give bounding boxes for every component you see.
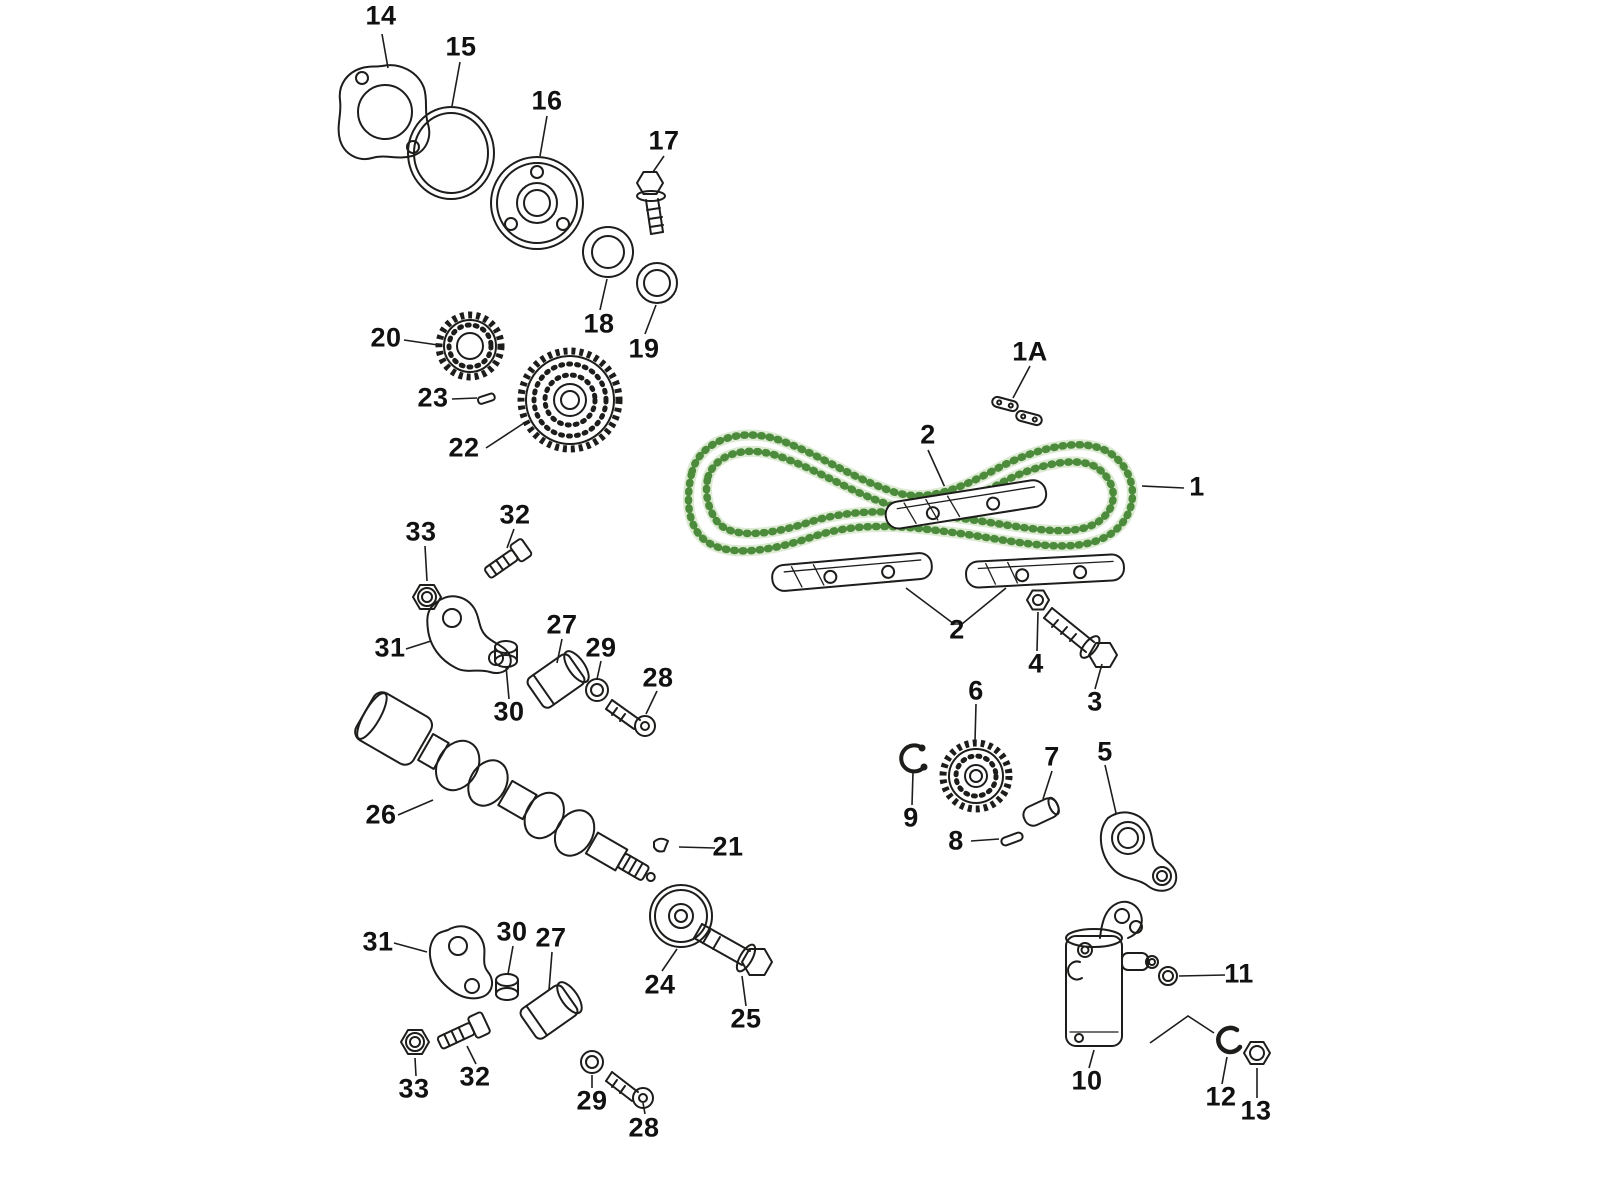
part-6-sprocket	[939, 739, 1013, 813]
callout-18: 18	[583, 308, 615, 339]
callout-14: 14	[365, 0, 397, 31]
callout-24: 24	[644, 969, 676, 1000]
part-21-key	[653, 837, 669, 853]
part-15-o-ring	[407, 106, 495, 200]
callout-17: 17	[648, 125, 680, 156]
callout-19: 19	[628, 333, 660, 364]
part-18-seal-ring	[582, 226, 634, 278]
part-28-bolt-upper	[605, 699, 656, 737]
callout-27-upper: 27	[546, 609, 578, 640]
part-29-washer-upper	[585, 678, 609, 702]
callout-28-upper: 28	[642, 662, 674, 693]
part-28-bolt-lower	[605, 1071, 654, 1109]
part-17-bolt	[636, 171, 666, 235]
callout-13: 13	[1240, 1095, 1272, 1126]
part-10-chain-tensioner	[1065, 900, 1159, 1047]
callout-30-lower: 30	[496, 916, 528, 947]
part-12-lock-washer	[1216, 1025, 1243, 1055]
callout-2-lower: 2	[949, 614, 965, 645]
callout-30-upper: 30	[493, 696, 525, 727]
part-2-ramp-lower-left	[771, 552, 933, 592]
part-5-tensioner-arm	[1099, 811, 1178, 892]
part-7-pin	[1022, 796, 1060, 827]
callout-7: 7	[1044, 741, 1060, 772]
part-16-flange	[490, 156, 584, 250]
part-32-bolt-upper	[484, 538, 533, 579]
callout-22: 22	[448, 432, 480, 463]
leader-lines	[381, 33, 1258, 1115]
callout-20: 20	[370, 322, 402, 353]
callout-32-upper: 32	[499, 499, 531, 530]
callout-8: 8	[948, 825, 964, 856]
part-1a-master-link	[991, 395, 1043, 427]
part-32-bolt-lower	[436, 1011, 491, 1050]
part-2-ramp-upper	[884, 479, 1048, 530]
part-19-ring	[636, 262, 678, 304]
callout-1a: 1A	[1012, 336, 1048, 367]
part-33-nut-upper	[412, 584, 442, 610]
callout-25: 25	[730, 1003, 762, 1034]
callout-9: 9	[903, 802, 919, 833]
part-33-nut-lower	[400, 1029, 430, 1055]
part-9-circlip	[899, 743, 928, 774]
callout-29-lower: 29	[576, 1085, 608, 1116]
part-30-cup-upper	[494, 640, 518, 668]
callout-26: 26	[365, 799, 397, 830]
callout-31-lower: 31	[362, 926, 394, 957]
callout-10: 10	[1071, 1065, 1103, 1096]
callout-12: 12	[1205, 1081, 1237, 1112]
part-25-bolt	[693, 923, 773, 976]
callout-28-lower: 28	[628, 1112, 660, 1143]
part-8-pin	[1000, 831, 1024, 847]
callout-2-upper: 2	[920, 419, 936, 450]
part-2-ramp-lower-right	[965, 553, 1125, 589]
callout-4: 4	[1028, 648, 1044, 679]
part-23-pin	[476, 392, 496, 405]
part-29-washer-lower	[580, 1050, 604, 1074]
callout-5: 5	[1097, 736, 1113, 767]
part-13-nut	[1243, 1041, 1271, 1065]
callout-27-lower: 27	[535, 922, 567, 953]
callout-21: 21	[712, 831, 744, 862]
callout-31-upper: 31	[374, 632, 406, 663]
part-26-camshaft	[354, 691, 656, 882]
part-24-seal-disc	[649, 884, 713, 948]
part-3-bolt	[1043, 607, 1118, 668]
part-22-sprocket	[517, 347, 623, 453]
callout-23: 23	[417, 382, 449, 413]
callout-29-upper: 29	[585, 632, 617, 663]
callout-1: 1	[1189, 471, 1205, 502]
callout-32-lower: 32	[459, 1061, 491, 1092]
callout-11: 11	[1224, 958, 1254, 989]
callout-33-upper: 33	[405, 516, 437, 547]
part-14-gasket	[337, 64, 431, 160]
part-31-rocker-arm-lower	[428, 925, 494, 1000]
part-20-sprocket	[435, 311, 505, 381]
part-30-cup-lower	[495, 973, 519, 1001]
part-1-timing-chain	[682, 429, 1138, 557]
part-31-rocker-arm-upper	[426, 595, 512, 674]
callout-15: 15	[445, 31, 477, 62]
part-27-tappet-upper	[526, 650, 590, 709]
callout-6: 6	[968, 675, 984, 706]
part-11-o-ring	[1158, 966, 1178, 986]
callout-33-lower: 33	[398, 1073, 430, 1104]
callout-16: 16	[531, 85, 563, 116]
callout-3: 3	[1087, 686, 1103, 717]
part-27-tappet-lower	[519, 981, 583, 1040]
part-4-nut	[1026, 589, 1050, 611]
